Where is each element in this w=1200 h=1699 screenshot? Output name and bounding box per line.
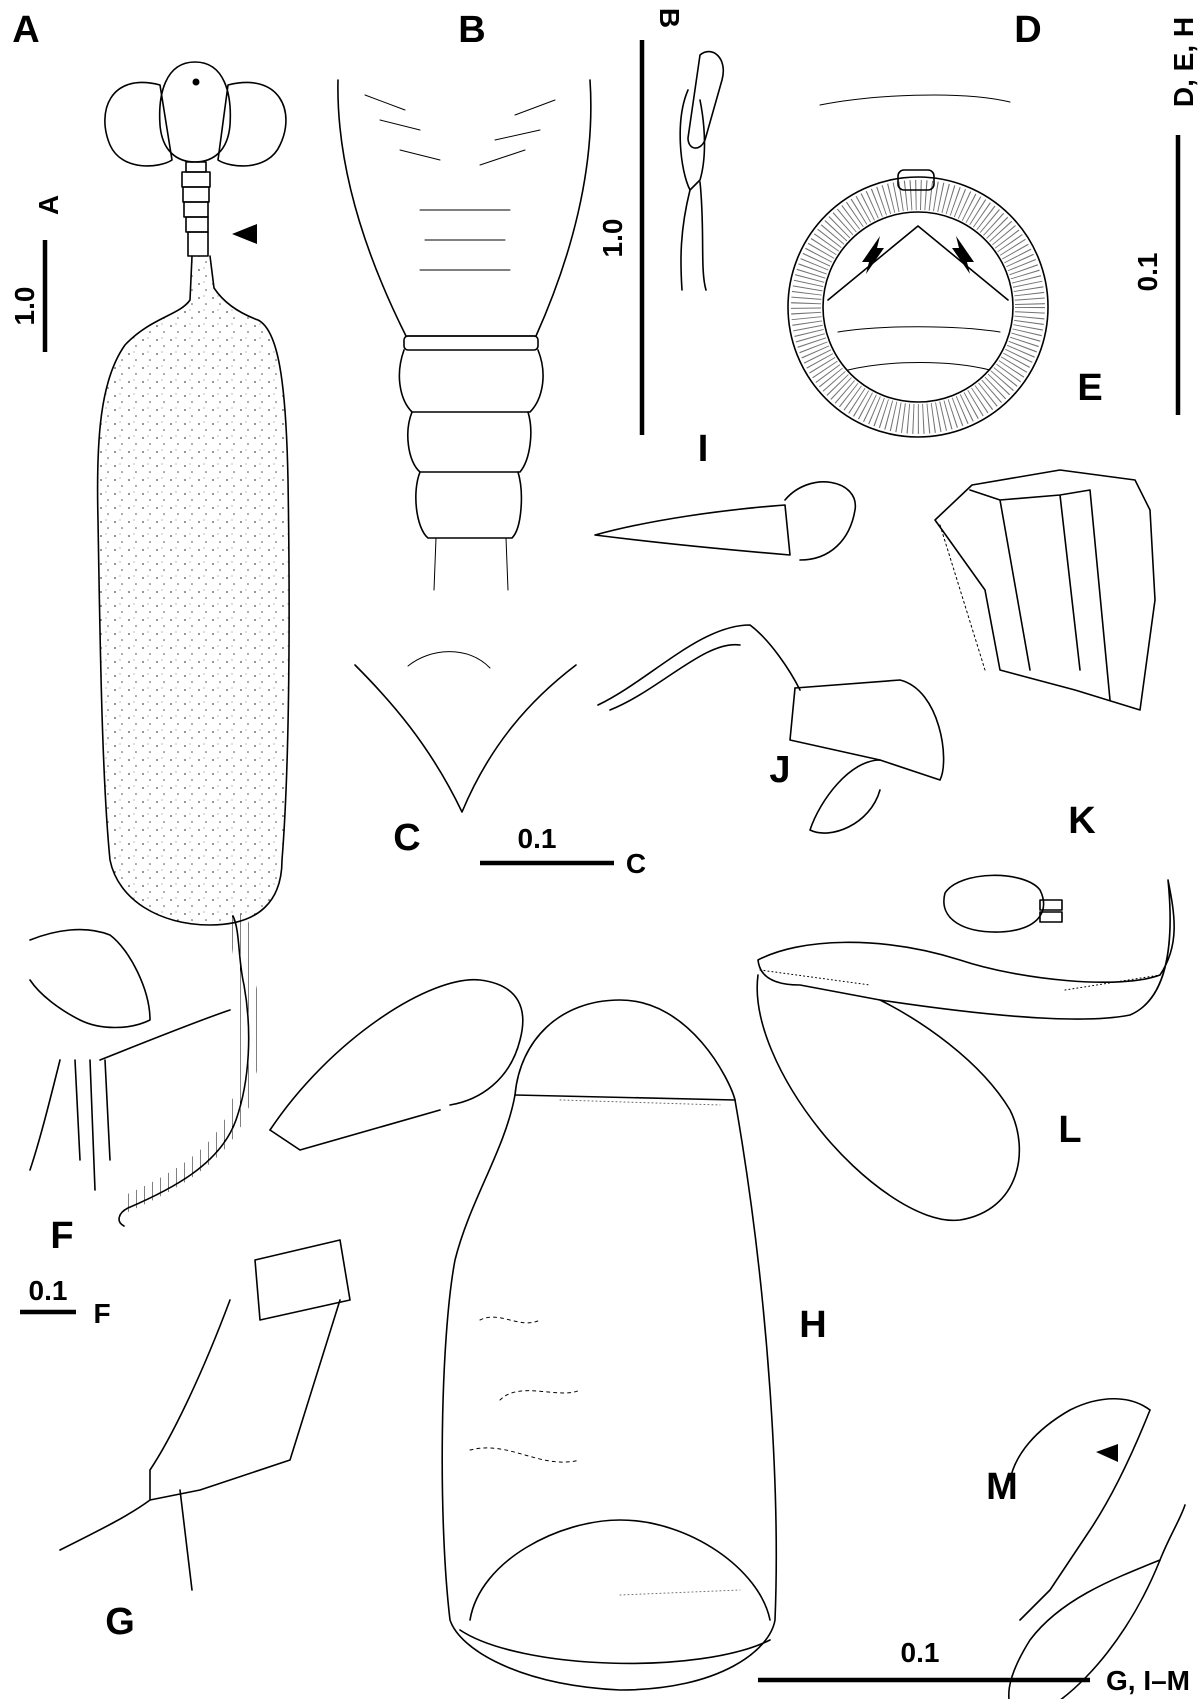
label-i: I <box>698 428 709 470</box>
scale-bar-c: 0.1 C <box>480 823 646 879</box>
scale-bar-a-value: 1.0 <box>9 287 40 326</box>
panel-l-claw <box>756 879 1175 1222</box>
arrow-left <box>862 236 884 274</box>
label-c: C <box>393 817 420 859</box>
panel-h-right-plate <box>934 469 1156 711</box>
panel-labels: A B C D E F G H I J K L M <box>12 9 1102 1643</box>
arrowhead-pointer <box>232 224 257 244</box>
panel-k-structure <box>943 874 1063 933</box>
label-l: L <box>1058 1109 1081 1151</box>
scale-bar-c-label: C <box>626 848 646 879</box>
label-a: A <box>12 9 39 51</box>
scale-bar-gim: 0.1 G, I–M <box>758 1637 1190 1696</box>
arrow-right <box>952 236 974 274</box>
label-g: G <box>105 1601 135 1643</box>
label-f: F <box>50 1215 73 1257</box>
arrowhead-m <box>1096 1444 1118 1462</box>
panel-j-structure <box>597 624 945 834</box>
label-h: H <box>799 1304 826 1346</box>
label-e: E <box>1077 367 1102 409</box>
panel-i-structure <box>594 481 856 561</box>
label-k: K <box>1068 800 1096 842</box>
panel-f-setae <box>29 928 231 1191</box>
label-d: D <box>1014 9 1041 51</box>
scale-bar-deh-value: 0.1 <box>1132 253 1163 292</box>
panel-h-segment <box>441 999 777 1691</box>
label-j: J <box>769 749 790 791</box>
panel-e-oral-disc <box>787 94 1049 438</box>
scale-bar-f-value: 0.1 <box>29 1275 68 1306</box>
label-b: B <box>458 9 485 51</box>
panel-m-claw <box>1007 1397 1186 1699</box>
scale-bar-gim-label: G, I–M <box>1106 1665 1190 1696</box>
scale-bar-deh-label: D, E, H <box>1168 17 1199 107</box>
scale-bar-c-value: 0.1 <box>518 823 557 854</box>
scale-bar-a: 1.0 A <box>9 195 64 352</box>
label-m: M <box>986 1466 1018 1508</box>
panel-c-segment <box>354 651 577 813</box>
panel-a-whole-animal <box>96 61 290 1227</box>
scale-bar-f-label: F <box>93 1298 110 1329</box>
panel-g-leg <box>59 979 524 1591</box>
panel-b-trunk-detail <box>337 79 592 591</box>
scale-bar-gim-value: 0.1 <box>901 1637 940 1668</box>
scale-bar-f: 0.1 F <box>20 1275 111 1329</box>
scale-bar-deh: 0.1 D, E, H <box>1132 17 1199 415</box>
scale-bar-b: 1.0 B <box>597 8 685 435</box>
panel-d-appendage <box>679 50 725 291</box>
scale-bar-b-value: 1.0 <box>597 219 628 258</box>
scale-bar-b-label: B <box>654 8 685 28</box>
scale-bar-a-label: A <box>33 195 64 215</box>
